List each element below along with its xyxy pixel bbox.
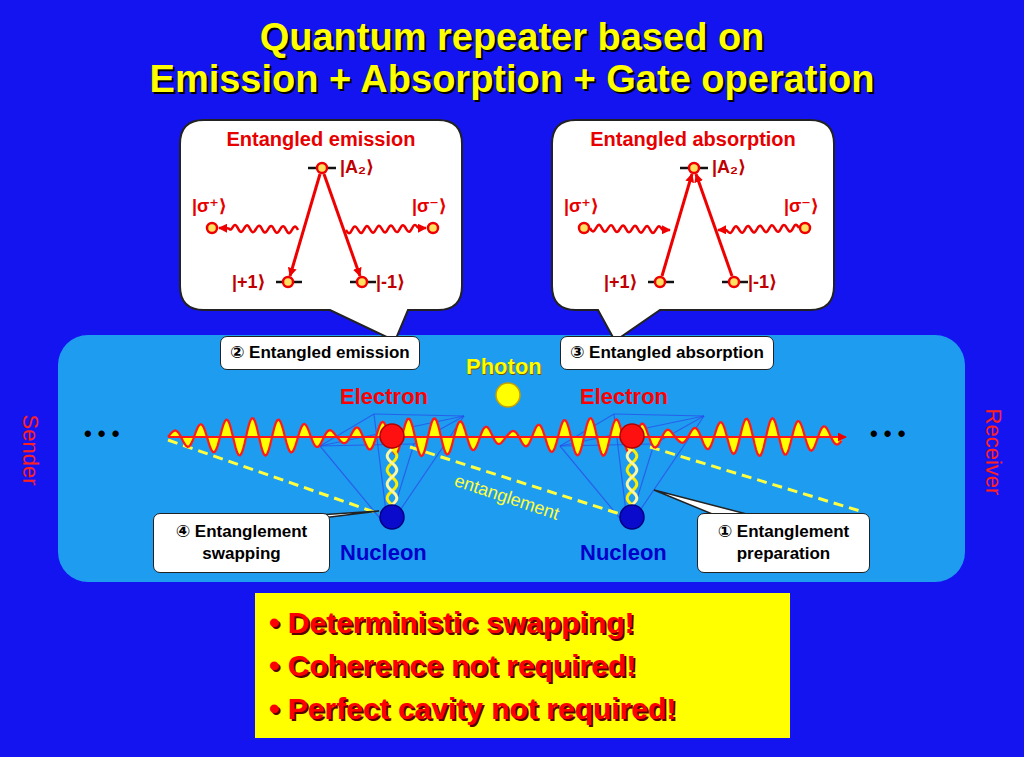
nucleon-dot (620, 505, 644, 529)
state-dot (283, 277, 293, 287)
endpoint-label: Receiver (981, 409, 1005, 496)
state-label: |σ⁻⟩ (784, 195, 819, 217)
device-panel (58, 335, 965, 582)
step-label: ② Entangled emission (220, 336, 420, 370)
helix-strand (627, 449, 637, 505)
state-dot (317, 163, 327, 173)
bullet-line: • Perfect cavity not required! (269, 687, 776, 730)
step-label: ① Entanglement preparation (697, 513, 870, 573)
particle-label: Electron (340, 385, 428, 409)
wave-axis (168, 436, 846, 438)
state-label: |-1⟩ (748, 271, 777, 293)
state-dot (207, 223, 217, 233)
bullet-line: • Coherence not required! (269, 644, 776, 687)
state-label: |+1⟩ (604, 271, 638, 293)
helix-strand (387, 449, 397, 505)
photon-wave (168, 418, 846, 456)
state-dot (655, 277, 665, 287)
state-dot (729, 277, 739, 287)
helix-strand (627, 449, 637, 505)
state-dot (689, 163, 699, 173)
continuation-dots: • • • (870, 422, 905, 446)
photon-dot (496, 383, 520, 407)
transition-arrow (324, 174, 360, 276)
state-dot (800, 223, 810, 233)
step-label: ③ Entangled absorption (560, 336, 774, 370)
particle-label: Photon (466, 355, 542, 379)
speech-bubble (180, 120, 462, 341)
state-label: |A₂⟩ (340, 156, 374, 178)
electron-dot (380, 424, 404, 448)
particle-label: Electron (580, 385, 668, 409)
entanglement-label: entanglement (451, 468, 562, 525)
lattice-edge (374, 414, 464, 416)
state-label: |+1⟩ (232, 271, 266, 293)
step-text: ③ Entangled absorption (570, 342, 764, 364)
photon-arrow (346, 225, 426, 233)
transition-arrow (662, 174, 692, 276)
transition-arrow (290, 174, 320, 276)
lattice-edge (560, 446, 628, 528)
state-dot (579, 223, 589, 233)
entanglement-line (168, 440, 380, 514)
step-label: ④ Entanglement swapping (153, 513, 330, 573)
state-label: |σ⁺⟩ (564, 195, 599, 217)
endpoint-label: Sender (18, 415, 42, 486)
state-label: |σ⁻⟩ (412, 195, 447, 217)
level-diagram (180, 120, 462, 341)
bubble-heading: Entangled emission (180, 128, 462, 150)
title-line: Emission + Absorption + Gate operation (150, 58, 875, 100)
lattice-edge (614, 414, 704, 416)
title: Quantum repeater based on Emission + Abs… (0, 16, 1024, 100)
summary-box: • Deterministic swapping!• Coherence not… (255, 593, 790, 738)
step-text: ② Entangled emission (230, 342, 410, 364)
nucleon-dot (380, 505, 404, 529)
transition-arrow (696, 174, 732, 276)
state-label: |σ⁺⟩ (192, 195, 227, 217)
speech-bubble (552, 120, 834, 341)
bullet-line: • Deterministic swapping! (269, 601, 776, 644)
electron-dot (620, 424, 644, 448)
callout-bubble: Entangled emission |A₂⟩ |σ⁺⟩ |σ⁻⟩ |+1⟩ |-1⟩ (180, 120, 462, 310)
photon-arrow (590, 225, 670, 233)
step-text: ④ Entanglement swapping (160, 521, 323, 565)
bubble-heading: Entangled absorption (552, 128, 834, 150)
state-dot (428, 223, 438, 233)
particle-label: Nucleon (340, 541, 427, 565)
continuation-dots: • • • (84, 422, 119, 446)
state-label: |-1⟩ (376, 271, 405, 293)
level-diagram (552, 120, 834, 341)
photon-arrow (718, 225, 799, 233)
state-label: |A₂⟩ (712, 156, 746, 178)
photon-arrow (219, 225, 298, 233)
helix-strand (387, 449, 397, 505)
step-text: ① Entanglement preparation (704, 521, 863, 565)
callout-bubble: Entangled absorption |A₂⟩ |σ⁺⟩ |σ⁻⟩ |+1⟩ |-1⟩ (552, 120, 834, 310)
state-dot (357, 277, 367, 287)
speech-bubbles (180, 120, 834, 341)
particle-label: Nucleon (580, 541, 667, 565)
title-line: Quantum repeater based on (260, 16, 765, 58)
